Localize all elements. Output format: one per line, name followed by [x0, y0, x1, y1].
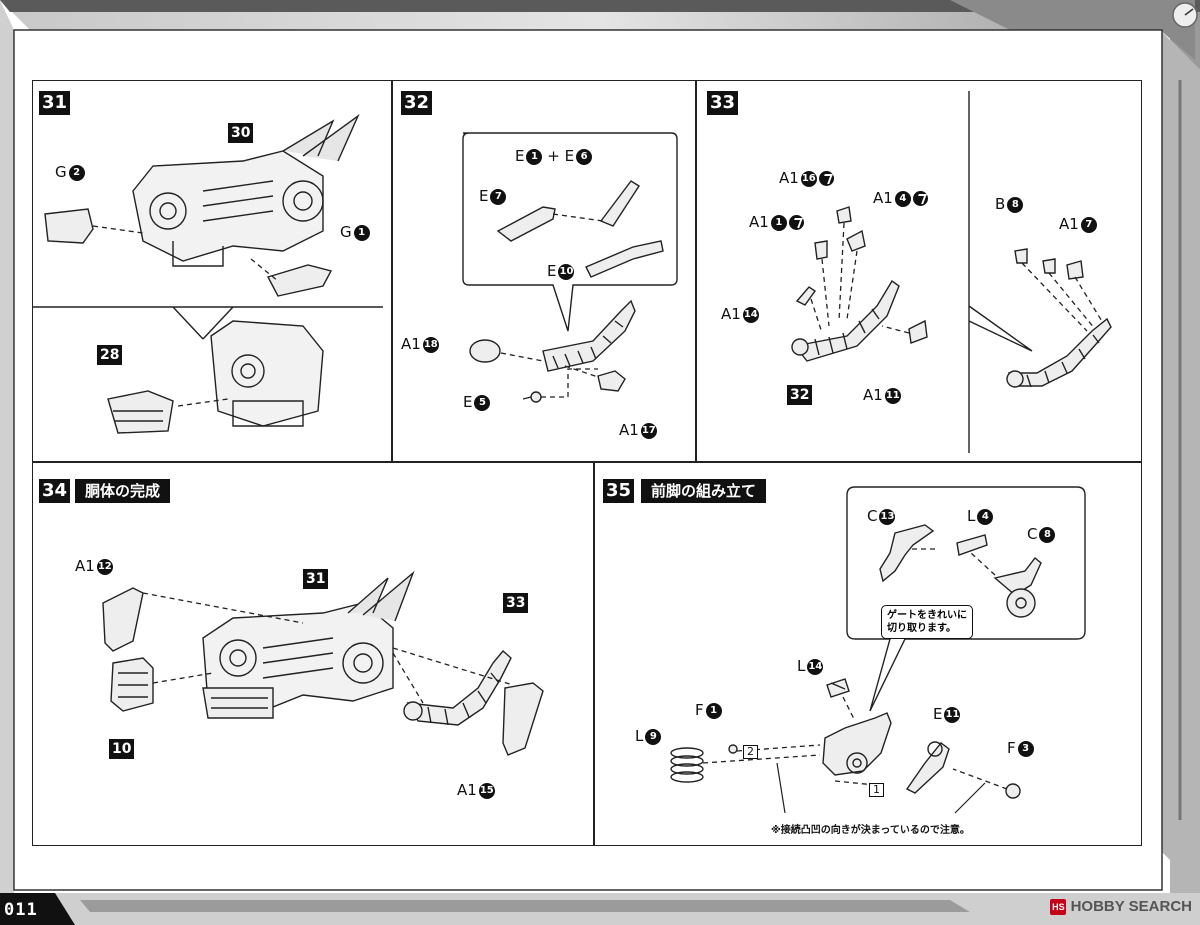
joint-marker-2: 2 — [743, 741, 758, 759]
brand-watermark: HS HOBBY SEARCH — [1050, 898, 1192, 916]
part-number-badge: 12 — [96, 558, 113, 575]
step-33-illustration — [791, 91, 1112, 453]
part-number-badge: 11 — [884, 387, 901, 404]
part-ref-33: 33 — [503, 593, 529, 613]
gate-trim-tip: ゲートをきれいに 切り取ります。 — [881, 605, 973, 639]
cut-mark-icon — [788, 215, 804, 230]
step-33-number: 33 — [707, 91, 739, 115]
part-number-badge: 11 — [944, 706, 961, 723]
part-number-badge: 18 — [422, 336, 439, 353]
cut-mark-icon — [818, 171, 834, 186]
page-number: 011 — [4, 900, 38, 920]
part-number-badge: 1 — [770, 214, 787, 231]
step-32-number: 32 — [401, 91, 433, 115]
part-number-badge: 9 — [645, 728, 662, 745]
orientation-note: ※接続凸凹の向きが決まっているので注意。 — [771, 825, 970, 836]
brand-logo-icon: HS — [1050, 899, 1067, 916]
step-34-illustration — [102, 570, 544, 756]
step-34-title: 胴体の完成 — [75, 479, 171, 503]
part-number-badge: 5 — [474, 394, 491, 411]
part-number-badge: 13 — [879, 508, 896, 525]
part-number-badge: 6 — [576, 148, 593, 165]
part-ref-30: 30 — [228, 123, 254, 143]
part-number-badge: 17 — [640, 422, 657, 439]
part-ref-31: 31 — [303, 569, 329, 589]
part-number-badge: 14 — [742, 306, 759, 323]
part-ref-32: 32 — [787, 385, 813, 405]
step-35-illustration — [670, 486, 1086, 814]
part-number-badge: 8 — [1039, 526, 1056, 543]
part-number-badge: 10 — [558, 263, 575, 280]
part-number-badge: 4 — [977, 508, 994, 525]
step-32-illustration — [462, 132, 678, 403]
part-number-badge: 16 — [800, 170, 817, 187]
part-number-badge: 7 — [490, 188, 507, 205]
part-number-badge: 7 — [1080, 216, 1097, 233]
part-number-badge: 1 — [705, 702, 722, 719]
part-number-badge: 8 — [1007, 196, 1024, 213]
step-35-title: 前脚の組み立て — [641, 479, 767, 503]
joint-marker-1: 1 — [869, 779, 884, 797]
cut-mark-icon — [912, 191, 928, 206]
part-number-badge: 4 — [894, 190, 911, 207]
part-number-badge: 3 — [1017, 740, 1034, 757]
part-ref-28: 28 — [97, 345, 123, 365]
part-number-badge: 14 — [807, 658, 824, 675]
part-number-badge: 1 — [526, 148, 543, 165]
step-31-illustration — [33, 113, 383, 434]
part-ref-10: 10 — [109, 739, 135, 759]
step-34-number: 34 — [39, 479, 71, 503]
part-number-badge: 15 — [478, 782, 495, 799]
part-number-badge: 1 — [353, 224, 370, 241]
step-35-number: 35 — [603, 479, 635, 503]
step-31-number: 31 — [39, 91, 71, 115]
part-number-badge: 2 — [68, 164, 85, 181]
